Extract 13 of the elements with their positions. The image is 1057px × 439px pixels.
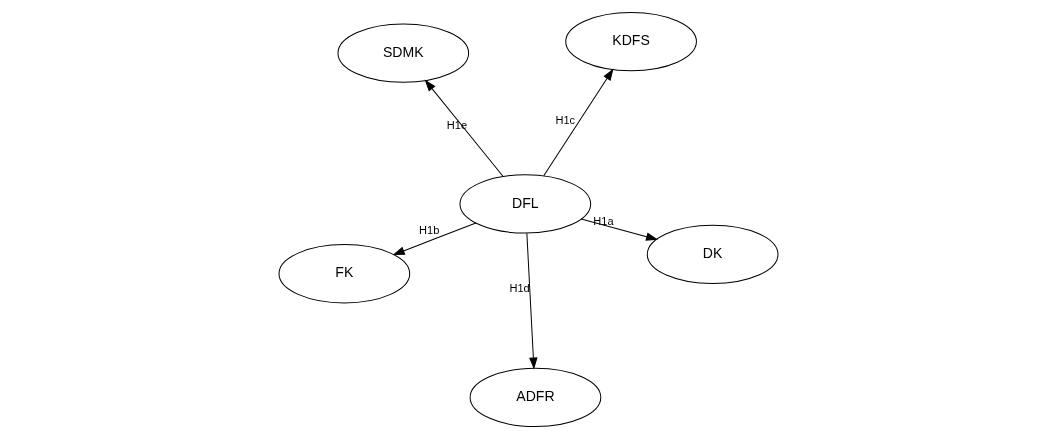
arrow	[526, 232, 538, 370]
arrow	[424, 79, 504, 177]
arrow	[580, 218, 659, 241]
arrow	[543, 68, 614, 177]
arrow	[392, 222, 477, 256]
node-ellipse: KDFS	[565, 11, 697, 72]
edge-label: H1d	[509, 282, 530, 295]
edge-label: H1a	[593, 214, 614, 227]
edge-label: H1b	[419, 223, 440, 236]
node-ellipse: SDMK	[337, 23, 470, 83]
edge-label: H1c	[555, 113, 576, 126]
node-ellipse: DFL	[459, 174, 592, 234]
node-ellipse: ADFR	[469, 367, 602, 428]
